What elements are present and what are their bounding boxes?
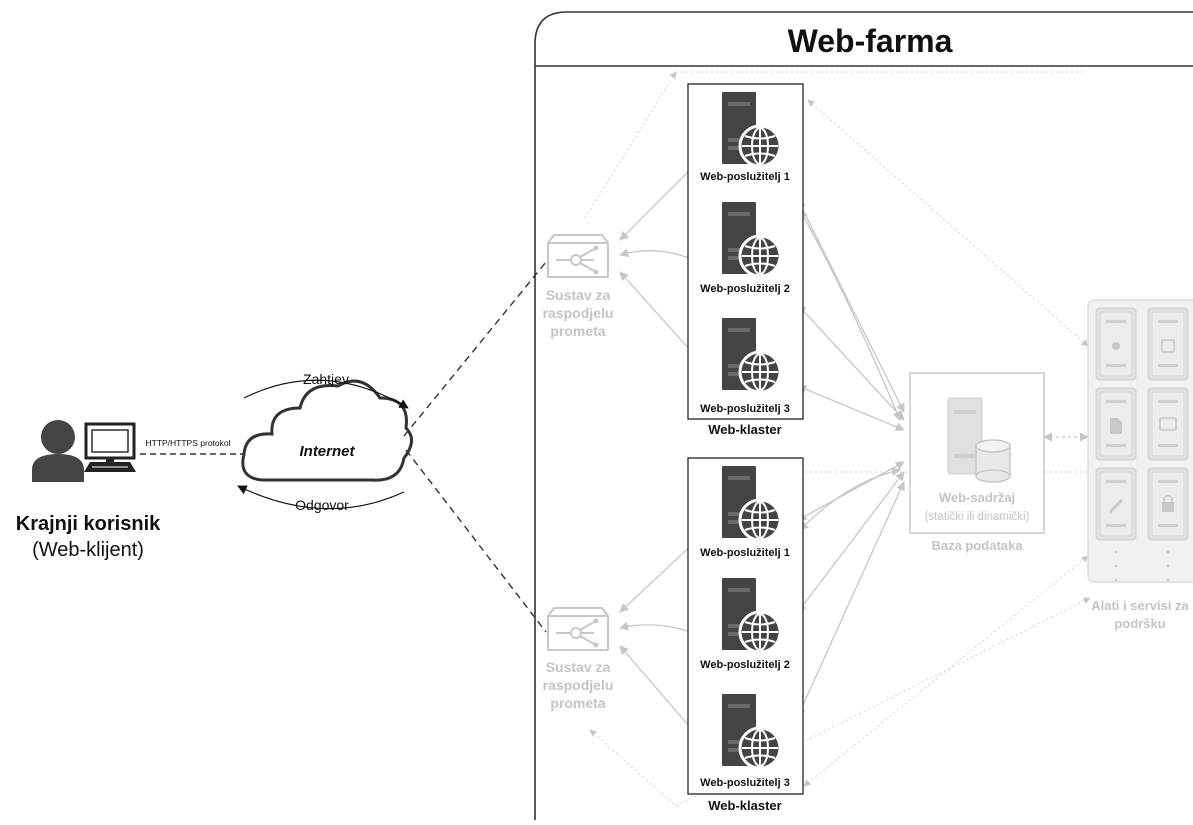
tools-line-2: podršku [1114, 616, 1165, 631]
web-farm-title: Web-farma [788, 23, 953, 59]
database-group: Web-sadržaj (statički ili dinamički) Baz… [909, 372, 1045, 553]
tool-tile [1147, 307, 1189, 381]
lb1-line-1: Sustav za [546, 287, 611, 303]
response-arrow [237, 485, 405, 510]
document-icon [1110, 418, 1122, 434]
internet-cloud: Internet Zahtjev Odgovor [237, 261, 547, 633]
database-content-sub: (statički ili dinamički) [925, 511, 1030, 523]
cluster-1-server-3-label: Web-poslužitelj 3 [700, 403, 790, 415]
client-name: Krajnji korisnik [16, 513, 161, 535]
request-arrow [243, 379, 409, 409]
protocol-label: HTTP/HTTPS protokol [145, 438, 230, 448]
lb2-line-2: raspodjelu [543, 677, 614, 693]
tool-tile [1147, 387, 1189, 461]
internet-lb2-link [405, 449, 547, 633]
lb2-line-3: prometa [550, 695, 605, 711]
lock-shackle-icon [1163, 494, 1173, 502]
load-balancer-2: Sustav za raspodjelu prometa [543, 607, 614, 711]
lb1-line-2: raspodjelu [543, 305, 614, 321]
load-balancer-1: Sustav za raspodjelu prometa [543, 234, 614, 339]
cluster-1-server-1-label: Web-poslužitelj 1 [700, 171, 790, 183]
database-icon [947, 397, 1011, 483]
response-label: Odgovor [295, 497, 349, 513]
request-label: Zahtjev [303, 371, 349, 387]
web-cluster-2: Web-poslužitelj 1 Web-poslužitelj 2 Web-… [687, 457, 804, 813]
lb2-line-1: Sustav za [546, 659, 611, 675]
database-label: Baza podataka [931, 538, 1023, 553]
cluster-1-server-2-label: Web-poslužitelj 2 [700, 283, 790, 295]
cluster-2-server-1-label: Web-poslužitelj 1 [700, 547, 790, 559]
user-icon [32, 420, 84, 482]
cloud-icon [241, 379, 413, 482]
computer-icon [84, 422, 136, 472]
client-group: Krajnji korisnik (Web-klijent) HTTP/HTTP… [16, 420, 246, 561]
cluster-2-label: Web-klaster [708, 798, 781, 813]
tools-line-1: Alati i servisi za [1091, 598, 1189, 613]
web-farm-frame: Web-farma [534, 11, 1193, 820]
internet-label: Internet [299, 443, 355, 460]
load-balancer-icon [547, 607, 609, 651]
wrench-icon [1108, 498, 1124, 514]
user-admin-icon [1112, 342, 1120, 350]
internet-lb1-link [403, 261, 547, 437]
load-balancer-icon [547, 234, 609, 278]
database-content-label: Web-sadržaj [939, 490, 1015, 505]
more-items-dots [1114, 550, 1170, 582]
lb1-line-3: prometa [550, 323, 605, 339]
monitor-icon [1159, 417, 1177, 431]
cluster-1-label: Web-klaster [708, 422, 781, 437]
client-role: (Web-klijent) [32, 539, 144, 561]
management-links [584, 71, 1091, 807]
lock-icon [1162, 502, 1174, 512]
log-icon [1161, 339, 1175, 353]
cluster-2-server-2-label: Web-poslužitelj 2 [700, 659, 790, 671]
cluster-2-server-3-label: Web-poslužitelj 3 [700, 777, 790, 789]
tools-group: Alati i servisi za podršku [1087, 299, 1193, 631]
web-cluster-1: Web-poslužitelj 1 Web-poslužitelj 2 Web-… [687, 83, 804, 437]
